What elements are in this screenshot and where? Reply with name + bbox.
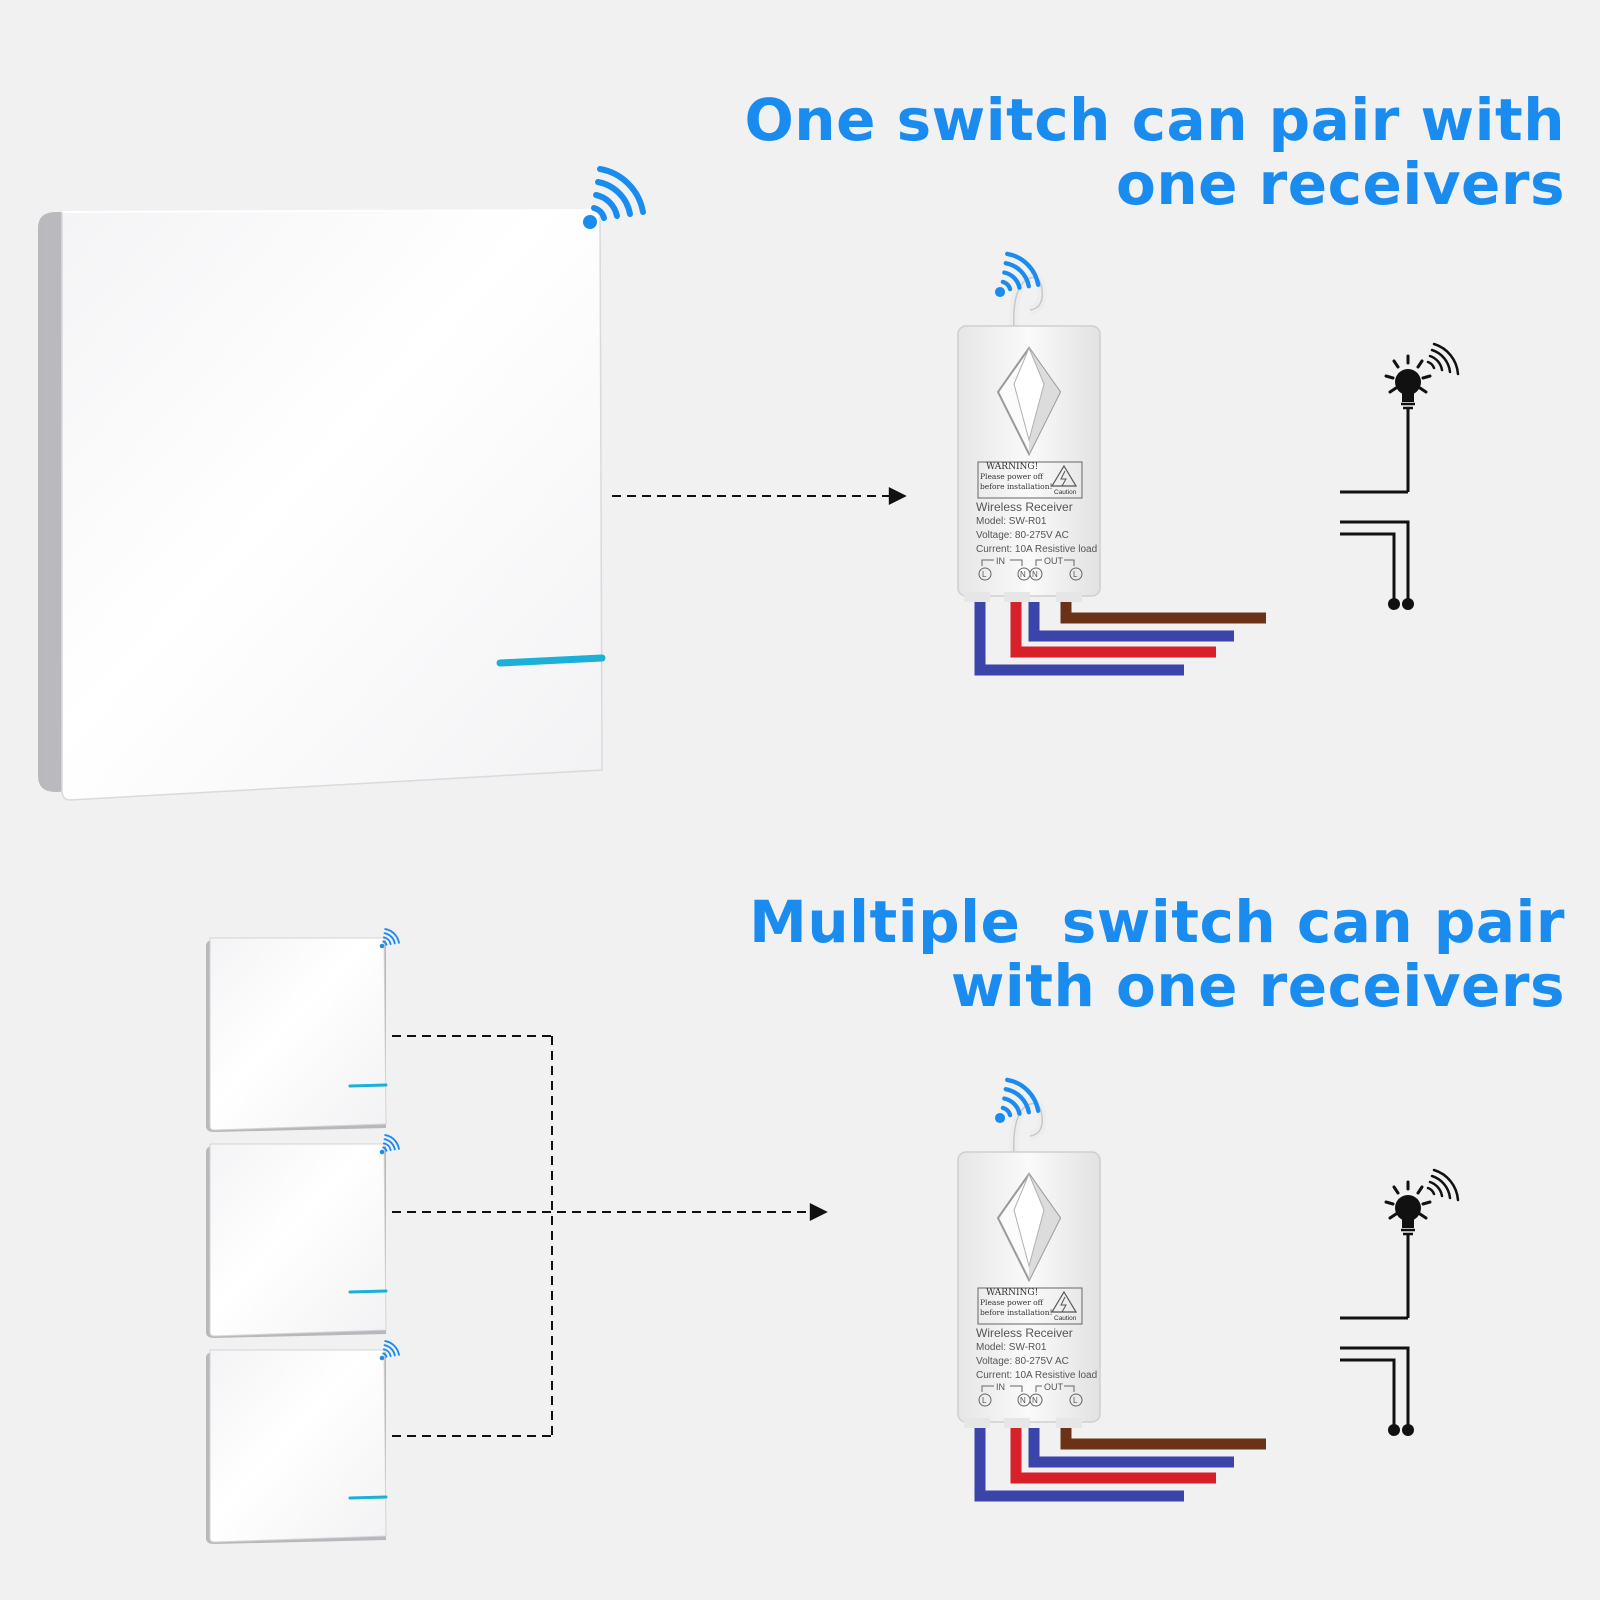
receiver-current: Current: 10A Resistive load (976, 1370, 1097, 1381)
small-switch-1 (206, 929, 399, 1132)
heading-single-switch: One switch can pair with one receivers (744, 88, 1565, 216)
warning-line2: before installation! (980, 482, 1053, 491)
receiver-model: Model: SW-R01 (976, 516, 1047, 527)
heading-multiple-line1: Multiple switch can pair (749, 888, 1565, 956)
pairing-connector-lines (392, 1035, 553, 1437)
terminal-n-in: N (1020, 570, 1026, 579)
wireless-receiver-bottom: WARNING! Please power off before install… (958, 1080, 1100, 1428)
heading-multiple-line2: with one receivers (950, 952, 1565, 1020)
terminal-n-in: N (1020, 1396, 1026, 1405)
heading-single-line2: one receivers (1116, 150, 1565, 218)
in-label: IN (996, 556, 1005, 566)
receiver-name: Wireless Receiver (976, 500, 1073, 514)
warning-line2: before installation! (980, 1308, 1053, 1317)
out-label: OUT (1044, 1382, 1064, 1392)
warning-line1: Please power off (980, 1298, 1044, 1307)
heading-single-line1: One switch can pair with (744, 86, 1565, 154)
receiver-model: Model: SW-R01 (976, 1342, 1047, 1353)
terminal-l-out: L (1073, 570, 1078, 579)
indicator-strip (496, 654, 606, 667)
in-label: IN (996, 1382, 1005, 1392)
receiver-label-bottom: WARNING! Please power off before install… (976, 1288, 1097, 1407)
terminal-n-out: N (1032, 570, 1038, 579)
receiver-voltage: Voltage: 80-275V AC (976, 1356, 1069, 1367)
receiver-voltage: Voltage: 80-275V AC (976, 530, 1069, 541)
wifi-signal-icon (583, 169, 643, 229)
wireless-receiver-top: WARNING! Please power off before install… (958, 254, 1100, 602)
heading-multiple-switch: Multiple switch can pair with one receiv… (749, 890, 1565, 1018)
small-switch-3 (206, 1341, 399, 1544)
warning-title: WARNING! (986, 1288, 1038, 1298)
receiver-current: Current: 10A Resistive load (976, 544, 1097, 555)
receiver-label-top: WARNING! Please power off before install… (976, 462, 1097, 581)
terminal-l-in: L (982, 1396, 987, 1405)
out-label: OUT (1044, 556, 1064, 566)
warning-title: WARNING! (986, 462, 1038, 472)
light-bulb-circuit-icon-bottom (1338, 1168, 1460, 1438)
receiver-wires-bottom (980, 1428, 1266, 1496)
small-switch-2 (206, 1135, 399, 1338)
receiver-name: Wireless Receiver (976, 1326, 1073, 1340)
terminal-l-out: L (1073, 1396, 1078, 1405)
warning-line1: Please power off (980, 472, 1044, 481)
caution-label: Caution (1054, 1315, 1077, 1322)
large-wireless-switch (38, 169, 643, 801)
terminal-n-out: N (1032, 1396, 1038, 1405)
caution-label: Caution (1054, 489, 1077, 496)
terminal-l-in: L (982, 570, 987, 579)
receiver-wires-top (980, 602, 1266, 670)
light-bulb-circuit-icon-top (1338, 342, 1460, 612)
